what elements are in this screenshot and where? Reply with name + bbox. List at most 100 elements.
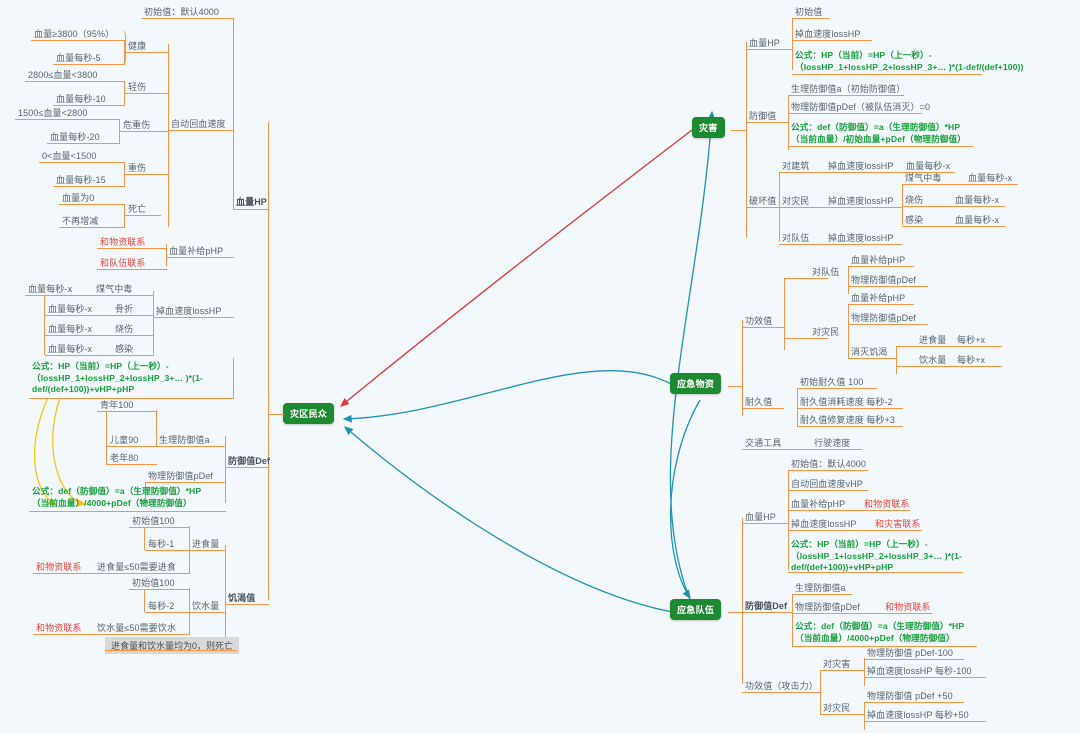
label-d-cause-2[interactable]: 烧伤 <box>905 195 924 205</box>
label-d-rate-2[interactable]: 血量每秒-x <box>955 195 1000 205</box>
label-loss-cause-3[interactable]: 烧伤 <box>115 324 134 334</box>
label-state-1-rate[interactable]: 血量每秒-5 <box>56 53 101 63</box>
label-center-def[interactable]: 防御值Def <box>228 456 271 466</box>
label-d-cause-3[interactable]: 感染 <box>905 215 924 225</box>
label-hp-formula[interactable]: 公式：HP（当前）=HP（上一秒）-（lossHP_1+lossHP_2+los… <box>32 361 203 394</box>
label-state-2-range[interactable]: 2800≤血量<3800 <box>28 70 98 80</box>
label-loss-rate-3[interactable]: 血量每秒-x <box>48 324 93 334</box>
label-loss-cause-4[interactable]: 感染 <box>115 344 134 354</box>
label-s-durability[interactable]: 耐久值 <box>745 397 773 407</box>
label-t-hp-formula[interactable]: 公式：HP（当前）=HP（上一秒）-（lossHP_1+lossHP_2+los… <box>791 539 962 572</box>
label-d-hp-initial[interactable]: 初始值 <box>795 7 823 17</box>
label-t-disaster-item-1[interactable]: 物理防御值 pDef-100 <box>867 648 953 658</box>
label-d-to-building-rate[interactable]: 血量每秒-x <box>906 161 951 171</box>
label-s-hunger[interactable]: 消灭饥渴 <box>851 347 888 357</box>
label-d-damage[interactable]: 破坏值 <box>749 196 777 206</box>
label-s-dur-repair[interactable]: 耐久值修复速度 每秒+3 <box>800 415 895 425</box>
label-d-to-team[interactable]: 对队伍 <box>782 233 810 243</box>
label-center-hp[interactable]: 血量HP <box>236 197 267 207</box>
label-d-hp-loss[interactable]: 掉血速度lossHP <box>795 29 861 39</box>
label-water-link[interactable]: 和物资联系 <box>36 623 82 633</box>
node-center-civilians[interactable]: 灾区民众 <box>283 403 335 424</box>
label-loss-cause-2[interactable]: 骨折 <box>115 304 134 314</box>
label-t-victim-item-1[interactable]: 物理防御值 pDef +50 <box>867 691 953 701</box>
label-d-to-building-effect[interactable]: 掉血速度lossHP <box>828 161 894 171</box>
node-team[interactable]: 应急队伍 <box>670 599 722 620</box>
label-state-2-rate[interactable]: 血量每秒-10 <box>56 94 106 104</box>
label-state-1-range[interactable]: 血量≥3800（95%） <box>34 29 115 39</box>
label-s-victim-item-2[interactable]: 物理防御值pDef <box>851 313 916 323</box>
label-t-hp[interactable]: 血量HP <box>745 512 776 522</box>
label-d-def[interactable]: 防御值 <box>749 111 777 121</box>
label-d-to-team-effect[interactable]: 掉血速度lossHP <box>828 233 894 243</box>
label-s-effect[interactable]: 功效值 <box>745 316 773 326</box>
label-age-child[interactable]: 儿童90 <box>110 435 139 445</box>
label-s-to-victims[interactable]: 对灾民 <box>812 327 840 337</box>
label-water[interactable]: 饮水量 <box>192 601 220 611</box>
note-hunger-death[interactable]: 进食量和饮水量均为0，则死亡 <box>105 637 240 654</box>
label-s-hunger-water[interactable]: 饮水量 <box>919 355 947 365</box>
label-loss-cause-1[interactable]: 煤气中毒 <box>96 284 133 294</box>
label-supply-link-supplies[interactable]: 和物资联系 <box>100 237 146 247</box>
label-state-2[interactable]: 轻伤 <box>128 82 147 92</box>
label-state-4[interactable]: 重伤 <box>128 163 147 173</box>
label-water-initial[interactable]: 初始值100 <box>132 578 175 588</box>
label-d-rate-3[interactable]: 血量每秒-x <box>955 215 1000 225</box>
label-def-formula[interactable]: 公式：def（防御值）=a（生理防御值）*HP（当前血量）/4000+pDef（… <box>32 486 202 508</box>
label-d-hp[interactable]: 血量HP <box>749 38 780 48</box>
label-bio-def[interactable]: 生理防御值a <box>159 435 210 445</box>
label-t-def-bio[interactable]: 生理防御值a <box>795 583 846 593</box>
label-t-hp-regen[interactable]: 自动回血速度vHP <box>791 479 863 489</box>
label-d-to-victims[interactable]: 对灾民 <box>782 196 810 206</box>
label-t-to-disaster[interactable]: 对灾害 <box>823 659 851 669</box>
label-state-1[interactable]: 健康 <box>128 41 147 51</box>
label-s-team-item-2[interactable]: 物理防御值pDef <box>851 275 916 285</box>
label-d-def-phys[interactable]: 物理防御值pDef（被队伍消灭）=0 <box>791 102 931 112</box>
label-s-hunger-water-rate[interactable]: 每秒+x <box>957 355 986 365</box>
label-d-rate-1[interactable]: 血量每秒-x <box>968 173 1013 183</box>
label-t-hp-loss-link[interactable]: 和灾害联系 <box>875 519 921 529</box>
label-t-def-phys-link[interactable]: 和物资联系 <box>885 602 931 612</box>
label-s-hunger-food[interactable]: 进食量 <box>919 335 947 345</box>
label-s-transport[interactable]: 交通工具 <box>745 438 782 448</box>
label-t-def[interactable]: 防御值Def <box>745 601 788 611</box>
label-hp-auto-regen[interactable]: 自动回血速度 <box>171 119 226 129</box>
label-d-def-bio[interactable]: 生理防御值a（初始防御值） <box>791 84 906 94</box>
label-state-5-range[interactable]: 血量为0 <box>62 193 95 203</box>
label-water-threshold[interactable]: 饮水量≤50需要饮水 <box>97 623 176 633</box>
label-food-link[interactable]: 和物资联系 <box>36 562 82 572</box>
label-t-def-phys[interactable]: 物理防御值pDef <box>795 602 860 612</box>
label-age-elder[interactable]: 老年80 <box>110 453 139 463</box>
label-loss-rate-4[interactable]: 血量每秒-x <box>48 344 93 354</box>
label-s-transport-speed[interactable]: 行驶速度 <box>814 438 851 448</box>
label-d-hp-formula[interactable]: 公式：HP（当前）=HP（上一秒）-（lossHP_1+lossHP_2+los… <box>795 50 1024 72</box>
label-s-victim-item-1[interactable]: 血量补给pHP <box>851 293 906 303</box>
label-state-3-range[interactable]: 1500≤血量<2800 <box>18 108 88 118</box>
label-d-cause-1[interactable]: 煤气中毒 <box>905 173 942 183</box>
label-age-youth[interactable]: 青年100 <box>100 400 134 410</box>
label-d-def-formula[interactable]: 公式：def（防御值）=a（生理防御值）*HP（当前血量）/初始血量+pDef（… <box>791 122 966 144</box>
label-d-to-victims-effect[interactable]: 掉血速度lossHP <box>828 196 894 206</box>
label-s-dur-consume[interactable]: 耐久值消耗速度 每秒-2 <box>800 397 893 407</box>
label-hp-initial[interactable]: 初始值：默认4000 <box>144 7 220 17</box>
label-supply-hp[interactable]: 血量补给pHP <box>169 246 224 256</box>
label-supply-link-team[interactable]: 和队伍联系 <box>100 258 146 268</box>
label-food[interactable]: 进食量 <box>192 539 220 549</box>
label-s-to-team[interactable]: 对队伍 <box>812 267 840 277</box>
label-food-threshold[interactable]: 进食量≤50需要进食 <box>97 562 176 572</box>
label-loss-rate-1[interactable]: 血量每秒-x <box>28 284 73 294</box>
label-s-dur-initial[interactable]: 初始耐久值 100 <box>800 377 864 387</box>
label-water-rate[interactable]: 每秒-2 <box>148 601 175 611</box>
label-t-to-victims[interactable]: 对灾民 <box>823 703 851 713</box>
label-state-4-range[interactable]: 0<血量<1500 <box>42 151 97 161</box>
label-loss-rate-2[interactable]: 血量每秒-x <box>48 304 93 314</box>
label-hunger[interactable]: 饥渴值 <box>228 593 256 603</box>
label-loss-hp[interactable]: 掉血速度lossHP <box>156 306 222 316</box>
label-t-victim-item-2[interactable]: 掉血速度lossHP 每秒+50 <box>867 710 969 720</box>
label-t-hp-supply[interactable]: 血量补给pHP <box>791 499 846 509</box>
label-d-to-building[interactable]: 对建筑 <box>782 161 810 171</box>
label-t-hp-loss[interactable]: 掉血速度lossHP <box>791 519 857 529</box>
label-state-5[interactable]: 死亡 <box>128 204 147 214</box>
label-t-hp-initial[interactable]: 初始值：默认4000 <box>791 459 867 469</box>
label-s-hunger-food-rate[interactable]: 每秒+x <box>957 335 986 345</box>
